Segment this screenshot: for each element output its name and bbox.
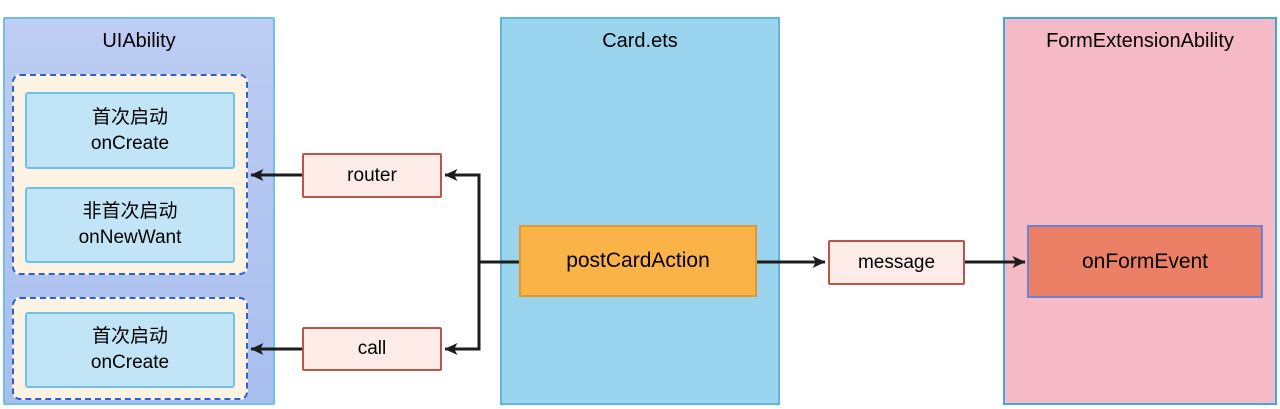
lifecycle-box-first-launch-oncreate: 首次启动 onCreate	[25, 92, 235, 169]
lifecycle-label-cn: 首次启动	[91, 326, 168, 347]
uiability-container: UIAbility 首次启动 onCreate 非首次启动 onNewWant …	[3, 17, 275, 405]
call-action-box: call	[302, 327, 442, 371]
lifecycle-label-cn: 首次启动	[91, 106, 168, 128]
post-card-action-box: postCardAction	[519, 225, 757, 297]
lifecycle-label-cn: 非首次启动	[82, 201, 178, 222]
router-action-box: router	[302, 153, 442, 198]
card-ets-title: Card.ets	[602, 30, 678, 52]
form-extension-ability-title: FormExtensionAbility	[1046, 30, 1234, 52]
uiability-title: UIAbility	[102, 30, 176, 52]
lifecycle-label-api: onNewWant	[78, 227, 182, 248]
uiability-router-target-group: 首次启动 onCreate 非首次启动 onNewWant	[12, 74, 248, 275]
lifecycle-label-api: onCreate	[90, 352, 170, 373]
card-ets-container: Card.ets postCardAction	[500, 17, 780, 405]
uiability-call-target-group: 首次启动 onCreate	[12, 297, 248, 400]
lifecycle-label-api: onCreate	[90, 132, 170, 154]
message-action-box: message	[828, 240, 965, 285]
lifecycle-box-first-launch-oncreate-call: 首次启动 onCreate	[25, 312, 235, 388]
lifecycle-box-non-first-launch-onnewwant: 非首次启动 onNewWant	[25, 187, 235, 263]
form-extension-ability-container: FormExtensionAbility onFormEvent	[1003, 17, 1277, 405]
on-form-event-box: onFormEvent	[1027, 225, 1263, 298]
